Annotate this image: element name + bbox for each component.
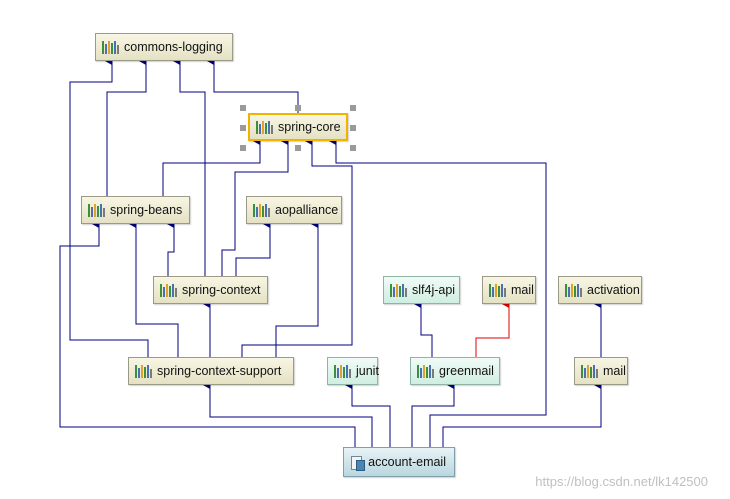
library-jar-icon [417, 364, 434, 378]
dependency-edge[interactable] [235, 220, 271, 276]
dependency-edge[interactable] [345, 381, 391, 447]
node-slf4j-api[interactable]: slf4j-api [383, 276, 460, 304]
selection-handle[interactable] [350, 145, 356, 151]
library-jar-icon [489, 283, 506, 297]
dependency-edge[interactable] [329, 137, 547, 447]
node-label: junit [356, 364, 379, 378]
node-junit[interactable]: junit [327, 357, 379, 385]
node-label: spring-context-support [157, 364, 282, 378]
selection-handle[interactable] [350, 105, 356, 111]
dependency-edge[interactable] [414, 300, 433, 357]
conflict-dependency-edge[interactable] [475, 300, 510, 357]
node-spring-context-support[interactable]: spring-context-support [128, 357, 294, 385]
maven-project-icon [350, 455, 365, 471]
library-jar-icon [390, 283, 407, 297]
node-label: mail [603, 364, 626, 378]
node-label: spring-beans [110, 203, 183, 217]
node-spring-beans[interactable]: spring-beans [81, 196, 190, 224]
library-jar-icon [88, 203, 105, 217]
node-mail[interactable]: mail [574, 357, 628, 385]
library-jar-icon [135, 364, 152, 378]
node-account-email[interactable]: account-email [343, 447, 455, 477]
library-jar-icon [581, 364, 598, 378]
selection-handle[interactable] [295, 105, 301, 111]
dependency-edge[interactable] [221, 137, 289, 276]
dependency-edge[interactable] [442, 381, 602, 447]
dependency-edge[interactable] [173, 57, 206, 276]
node-greenmail[interactable]: greenmail [410, 357, 500, 385]
dependency-edge[interactable] [129, 220, 179, 357]
library-jar-icon [160, 283, 177, 297]
node-label: aopalliance [275, 203, 339, 217]
dependency-edge[interactable] [411, 381, 455, 447]
node-label: spring-context [182, 283, 261, 297]
selection-handle[interactable] [240, 105, 246, 111]
node-activation[interactable]: activation [558, 276, 642, 304]
node-aopalliance[interactable]: aopalliance [246, 196, 342, 224]
node-label: mail [511, 283, 534, 297]
library-jar-icon [253, 203, 270, 217]
dependency-edge[interactable] [59, 220, 356, 447]
node-label: activation [587, 283, 640, 297]
dependency-edge[interactable] [162, 137, 261, 196]
node-label: account-email [368, 455, 446, 469]
node-label: commons-logging [124, 40, 223, 54]
dependency-edge[interactable] [207, 57, 299, 113]
library-jar-icon [256, 120, 273, 134]
node-label: greenmail [439, 364, 494, 378]
library-jar-icon [102, 40, 119, 54]
node-label: spring-core [278, 120, 341, 134]
dependency-edge[interactable] [275, 220, 319, 357]
dependency-edge[interactable] [203, 381, 373, 447]
dependency-edge[interactable] [69, 57, 149, 357]
node-mail-conflict[interactable]: mail [482, 276, 536, 304]
node-spring-context[interactable]: spring-context [153, 276, 268, 304]
dependency-edge[interactable] [167, 220, 175, 276]
watermark: https://blog.csdn.net/lk142500 [535, 474, 708, 489]
node-spring-core[interactable]: spring-core [248, 113, 348, 141]
selection-handle[interactable] [295, 145, 301, 151]
node-commons-logging[interactable]: commons-logging [95, 33, 233, 61]
selection-handle[interactable] [240, 125, 246, 131]
library-jar-icon [565, 283, 582, 297]
dependency-edge[interactable] [106, 57, 147, 196]
dependency-edge[interactable] [241, 137, 353, 357]
library-jar-icon [334, 364, 351, 378]
selection-handle[interactable] [350, 125, 356, 131]
selection-handle[interactable] [240, 145, 246, 151]
node-label: slf4j-api [412, 283, 456, 297]
